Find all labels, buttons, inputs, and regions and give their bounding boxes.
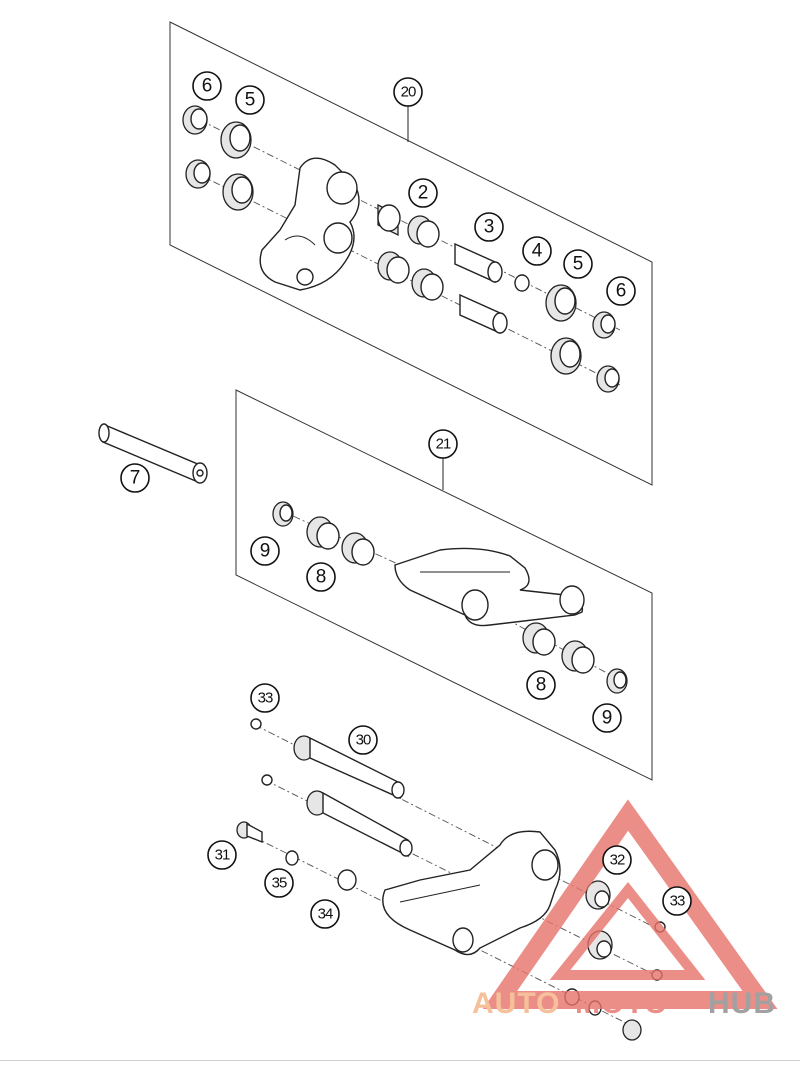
svg-text:30: 30 bbox=[356, 732, 371, 749]
pin-7 bbox=[98, 423, 208, 484]
callout-35: 35 bbox=[264, 868, 294, 898]
callout-34: 34 bbox=[310, 899, 340, 929]
watermark-triangle-icon bbox=[482, 799, 778, 1009]
axis-line bbox=[199, 174, 621, 386]
sleeve-3-lower bbox=[459, 293, 508, 335]
svg-text:8: 8 bbox=[316, 567, 327, 588]
callout-8-right: 8 bbox=[526, 670, 556, 700]
watermark-word-moto: MOTO bbox=[575, 987, 668, 1020]
seal-ring-6-upper-right bbox=[592, 311, 616, 339]
callout-31: 31 bbox=[207, 840, 237, 870]
seal-ring-6-lower-right bbox=[596, 365, 620, 393]
bushing-2-b bbox=[407, 215, 440, 248]
bushing-8-left-b bbox=[341, 532, 375, 566]
sleeve-3-upper bbox=[454, 242, 503, 284]
svg-text:21: 21 bbox=[436, 436, 451, 453]
bushing-8-right-b bbox=[561, 640, 595, 674]
seal-ring-9-left bbox=[272, 501, 294, 527]
washer-35 bbox=[285, 850, 299, 866]
svg-text:2: 2 bbox=[418, 183, 429, 204]
link-arm-lower bbox=[382, 830, 561, 956]
bolt-lower bbox=[622, 1019, 642, 1041]
svg-text:6: 6 bbox=[202, 76, 213, 97]
svg-text:7: 7 bbox=[130, 468, 141, 489]
bushing-2-c bbox=[377, 251, 410, 284]
svg-text:32: 32 bbox=[610, 852, 625, 869]
callout-9-left: 9 bbox=[250, 536, 280, 566]
callout-2: 2 bbox=[408, 178, 438, 208]
svg-text:35: 35 bbox=[272, 875, 287, 892]
bushing-2-d bbox=[411, 268, 444, 301]
assembly-panel-20 bbox=[169, 21, 653, 486]
bushing-8-left-a bbox=[306, 516, 340, 550]
svg-text:9: 9 bbox=[602, 708, 613, 729]
link-arm-21 bbox=[394, 547, 585, 627]
callout-20: 20 bbox=[393, 77, 423, 107]
svg-text:9: 9 bbox=[260, 541, 271, 562]
screw-33-left-lower bbox=[261, 774, 273, 786]
axis-line bbox=[279, 509, 401, 566]
svg-text:31: 31 bbox=[215, 847, 230, 864]
callout-8-left: 8 bbox=[306, 562, 336, 592]
assembly-panel-21 bbox=[235, 389, 653, 781]
watermark-word-hub: HUB bbox=[708, 987, 776, 1020]
axis-line bbox=[254, 724, 651, 926]
ring-4 bbox=[514, 274, 530, 292]
svg-text:5: 5 bbox=[245, 90, 256, 111]
svg-text:4: 4 bbox=[532, 241, 543, 262]
callout-21: 21 bbox=[428, 429, 458, 459]
bottom-divider bbox=[0, 1060, 800, 1061]
callout-6-right: 6 bbox=[606, 276, 636, 306]
bushing-8-right-a bbox=[522, 622, 556, 656]
callout-5-right: 5 bbox=[563, 249, 593, 279]
callout-33-right: 33 bbox=[662, 886, 692, 916]
svg-text:6: 6 bbox=[616, 281, 627, 302]
bolt-31 bbox=[236, 821, 263, 844]
svg-text:5: 5 bbox=[573, 254, 584, 275]
callout-5-upper: 5 bbox=[235, 85, 265, 115]
callout-32: 32 bbox=[602, 845, 632, 875]
svg-text:34: 34 bbox=[318, 906, 333, 923]
svg-text:20: 20 bbox=[401, 84, 416, 101]
bearing-5-lower-left bbox=[222, 173, 254, 211]
nut-32 bbox=[585, 880, 611, 910]
bolt-30-upper bbox=[293, 735, 405, 800]
svg-text:8: 8 bbox=[536, 675, 547, 696]
svg-text:3: 3 bbox=[484, 217, 495, 238]
callout-6-upper: 6 bbox=[192, 71, 222, 101]
screw-33-left bbox=[250, 718, 262, 730]
watermark-inner-triangle-icon bbox=[549, 881, 706, 980]
watermark-word-auto: AUTO bbox=[472, 987, 560, 1020]
washer-34 bbox=[337, 869, 357, 891]
callout-33-left: 33 bbox=[250, 683, 280, 713]
automotohub-watermark: AUTO MOTO HUB bbox=[472, 799, 778, 1020]
svg-text:33: 33 bbox=[670, 893, 685, 910]
bolt-30-lower bbox=[306, 790, 413, 858]
callout-9-right: 9 bbox=[592, 703, 622, 733]
callout-3: 3 bbox=[474, 212, 504, 242]
bearing-5-upper-left bbox=[220, 121, 252, 159]
bushing-2-a bbox=[377, 203, 401, 237]
bearing-5-lower-right bbox=[550, 337, 582, 375]
callout-4: 4 bbox=[522, 236, 552, 266]
seal-ring-6-lower-left bbox=[185, 159, 211, 189]
svg-text:33: 33 bbox=[258, 690, 273, 707]
callout-30: 30 bbox=[348, 725, 378, 755]
bearing-5-upper-right bbox=[545, 284, 577, 322]
linkage-lever-20 bbox=[259, 157, 360, 291]
seal-ring-9-right bbox=[606, 668, 628, 694]
seal-ring-6-upper-left bbox=[182, 105, 208, 135]
callout-7: 7 bbox=[120, 463, 150, 493]
